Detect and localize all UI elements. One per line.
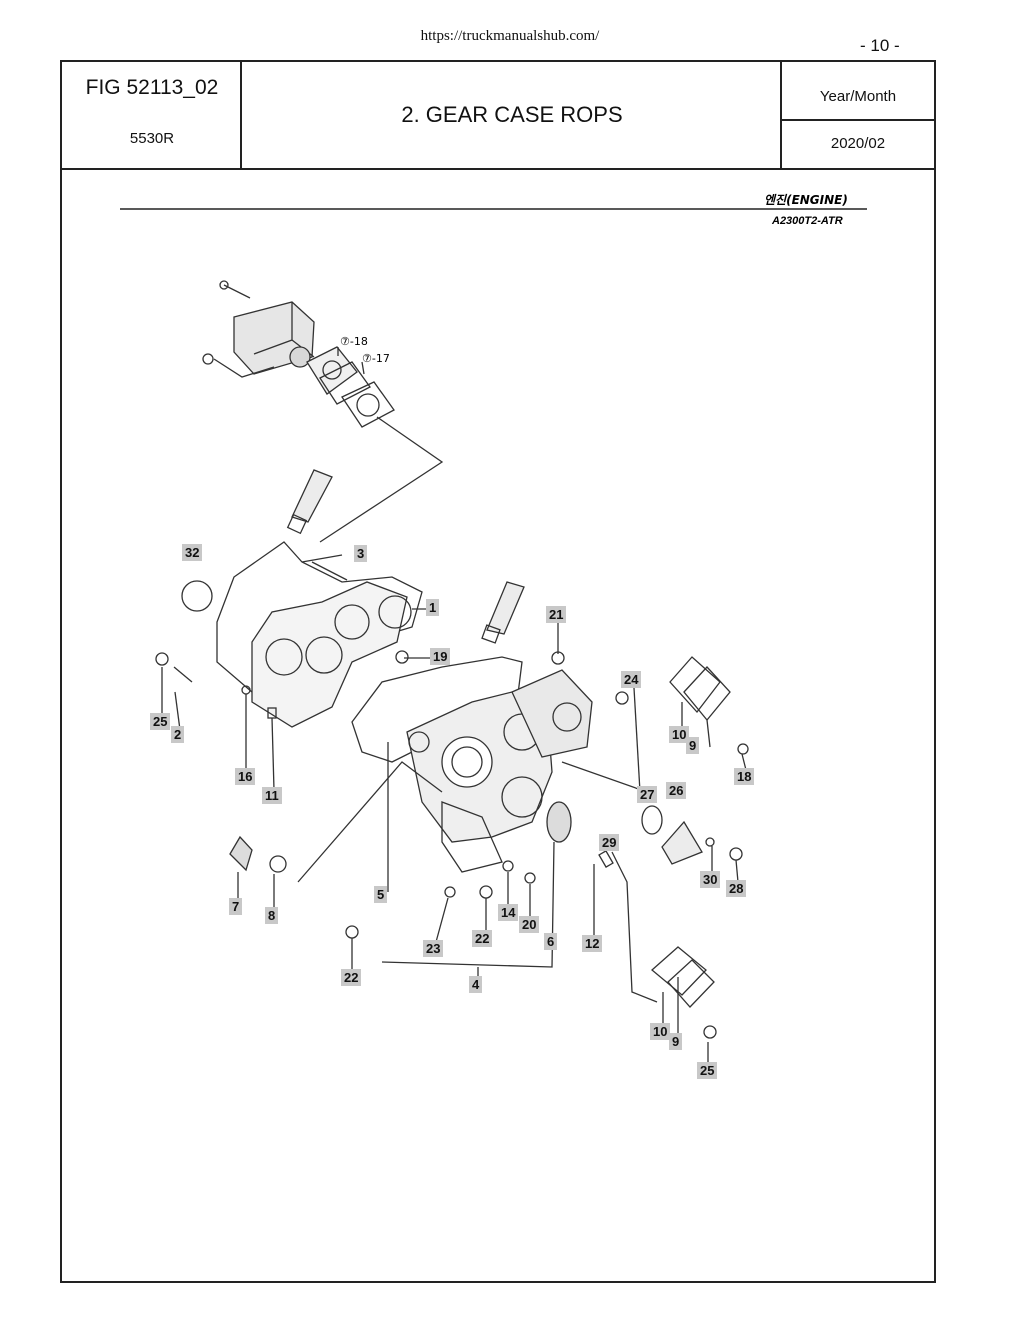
page-title: 2. GEAR CASE ROPS <box>401 102 623 127</box>
callout-3: 3 <box>354 545 368 562</box>
callout-9: 9 <box>686 737 700 754</box>
callout-19: 19 <box>430 648 451 665</box>
page-url: https://truckmanualshub.com/ <box>420 28 600 44</box>
callout-22-lower: 22 <box>341 969 362 986</box>
callout-27: 27 <box>637 786 658 803</box>
callout-29: 29 <box>599 834 620 851</box>
engine-label: 엔진(ENGINE) <box>764 193 848 207</box>
callout-9-lower: 9 <box>669 1033 683 1050</box>
exploded-parts-diagram: 엔진(ENGINE) A2300T2-ATR <box>120 193 867 1064</box>
fig-number: FIG 52113_02 <box>85 76 219 99</box>
callout-20: 20 <box>519 916 540 933</box>
year-month-label-cell: Year/Month <box>782 62 934 121</box>
year-month-value: 2020/02 <box>830 135 886 152</box>
callout-14: 14 <box>498 904 519 921</box>
page-frame: FIG 52113_02 5530R 2. GEAR CASE ROPS Yea… <box>60 60 936 1283</box>
callout-28: 28 <box>726 880 747 897</box>
callout-22: 22 <box>472 930 493 947</box>
model-number: 5530R <box>129 130 175 147</box>
callout-10-lower: 10 <box>650 1023 671 1040</box>
year-month-label: Year/Month <box>819 88 897 105</box>
ref-7-17: ⑦-17 <box>362 352 390 365</box>
callout-18: 18 <box>734 768 755 785</box>
callout-32: 32 <box>182 544 203 561</box>
callout-10: 10 <box>669 726 690 743</box>
ref-7-18: ⑦-18 <box>340 335 368 348</box>
year-month-value-cell: 2020/02 <box>782 121 934 168</box>
callout-26: 26 <box>666 782 687 799</box>
callout-6: 6 <box>544 933 558 950</box>
callout-21: 21 <box>546 606 567 623</box>
callout-11: 11 <box>262 787 282 804</box>
callout-2: 2 <box>171 726 185 743</box>
engine-code: A2300T2-ATR <box>771 215 843 227</box>
callout-25-lower: 25 <box>697 1062 718 1079</box>
callout-1: 1 <box>426 599 440 616</box>
callout-30: 30 <box>700 871 721 888</box>
callout-4: 4 <box>469 976 483 993</box>
fig-cell: FIG 52113_02 5530R <box>62 62 242 168</box>
callout-25: 25 <box>150 713 171 730</box>
callout-24: 24 <box>621 671 642 688</box>
callout-8: 8 <box>265 907 279 924</box>
callout-23: 23 <box>423 940 444 957</box>
callout-5: 5 <box>374 886 388 903</box>
part-drawings <box>155 280 749 1064</box>
header-table: FIG 52113_02 5530R 2. GEAR CASE ROPS Yea… <box>62 62 934 170</box>
callout-7: 7 <box>229 898 243 915</box>
title-cell: 2. GEAR CASE ROPS <box>242 62 782 168</box>
callout-12: 12 <box>582 935 603 952</box>
page-number: - 10 - <box>860 36 900 55</box>
callout-16: 16 <box>235 768 256 785</box>
